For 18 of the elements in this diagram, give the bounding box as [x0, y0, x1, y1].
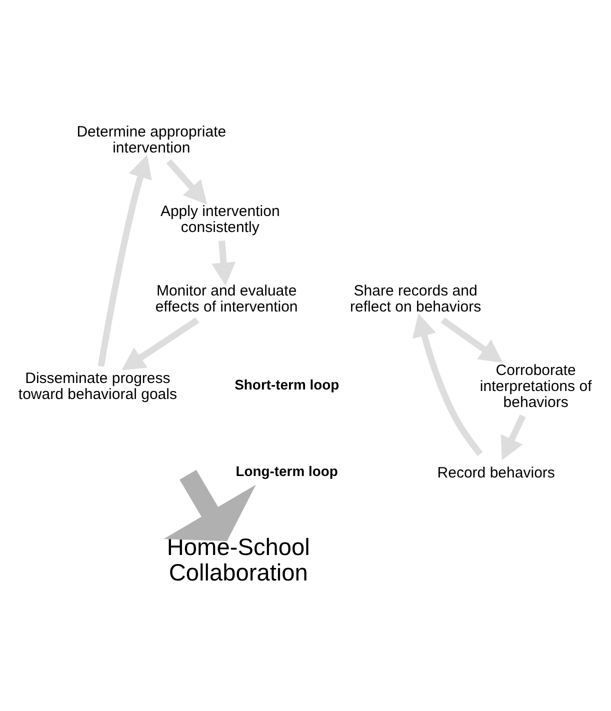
node-text: Monitor and evaluate effects of intervention	[155, 282, 298, 316]
node-text: Disseminate progress toward behavioral goals	[18, 370, 178, 403]
arrow	[164, 469, 256, 541]
arrow	[212, 240, 236, 286]
node-text: Record behaviors	[437, 464, 555, 482]
arrow	[166, 158, 208, 204]
arrow	[98, 154, 152, 366]
node-text: Home-School Collaboration	[166, 534, 310, 586]
arrow	[441, 316, 503, 362]
arrow	[412, 312, 483, 456]
node-text: Share records and reflect on behaviors	[350, 282, 482, 316]
label: Short-term loop	[234, 376, 340, 392]
label: Long-term loop	[236, 462, 338, 479]
arrow	[122, 316, 200, 370]
node-text: Corroborate interpretations of behaviors	[480, 362, 592, 411]
node-text: Determine appropriate intervention	[76, 123, 226, 156]
node-text: Apply intervention consistently	[160, 202, 280, 236]
arrow	[500, 414, 526, 460]
